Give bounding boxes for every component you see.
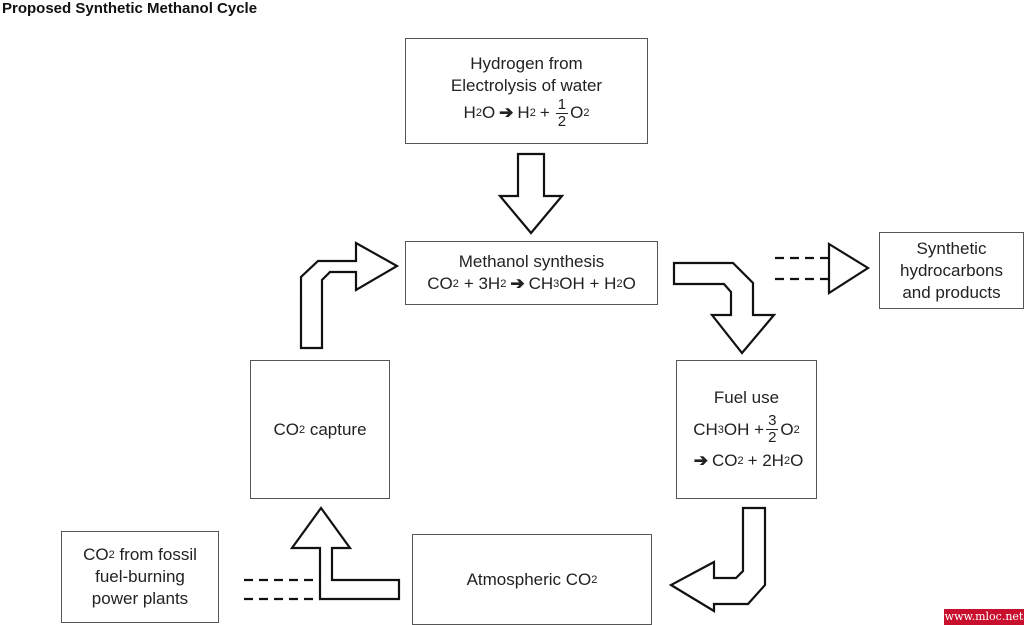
arrow-fossil-to-capture	[289, 506, 401, 601]
synthetic-line3: and products	[902, 282, 1001, 302]
page-title: Proposed Synthetic Methanol Cycle	[2, 0, 258, 17]
fossil-line3: power plants	[91, 589, 189, 608]
arrow-methanol-to-fuel	[672, 261, 777, 355]
fuel-line1: Fuel use	[713, 388, 780, 407]
synthetic-line1: Synthetic	[916, 238, 987, 258]
arrow-fuel-to-atmospheric	[668, 506, 767, 613]
arrow-hydrogen-to-methanol	[497, 152, 565, 235]
arrow-capture-to-methanol	[299, 241, 400, 350]
methanol-line1: Methanol synthesis	[458, 252, 605, 271]
hydrogen-line1: Hydrogen from	[470, 53, 583, 73]
watermark: www.mloc.net	[944, 609, 1024, 625]
synthetic-box: Synthetic hydrocarbons and products	[879, 232, 1024, 309]
synthetic-line2: hydrocarbons	[899, 260, 1003, 280]
fossil-line2: fuel-burning	[95, 567, 185, 586]
arrow-to-synthetic-head	[827, 242, 871, 296]
hydrogen-line2: Electrolysis of water	[450, 75, 603, 95]
